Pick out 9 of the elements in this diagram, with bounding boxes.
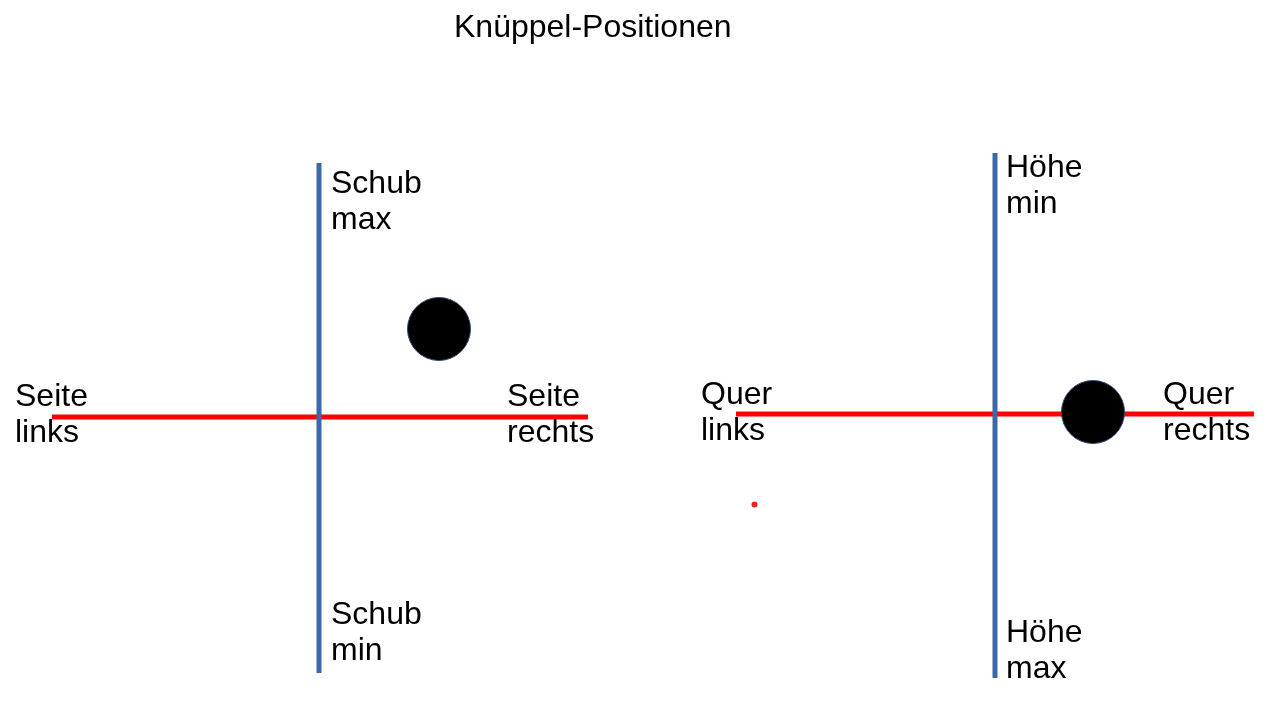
axis-label: Seite links <box>15 377 88 449</box>
axis-label: Seite rechts <box>507 377 595 449</box>
axis-label: Schub min <box>331 595 422 667</box>
axis-label: Höhe max <box>1006 613 1083 685</box>
axis-label: Quer rechts <box>1163 375 1251 447</box>
axis-label: Höhe min <box>1006 148 1083 220</box>
diagram-title: Knüppel-Positionen <box>454 8 732 44</box>
axis-label: Schub max <box>331 164 422 236</box>
axis-label: Quer links <box>701 375 773 447</box>
